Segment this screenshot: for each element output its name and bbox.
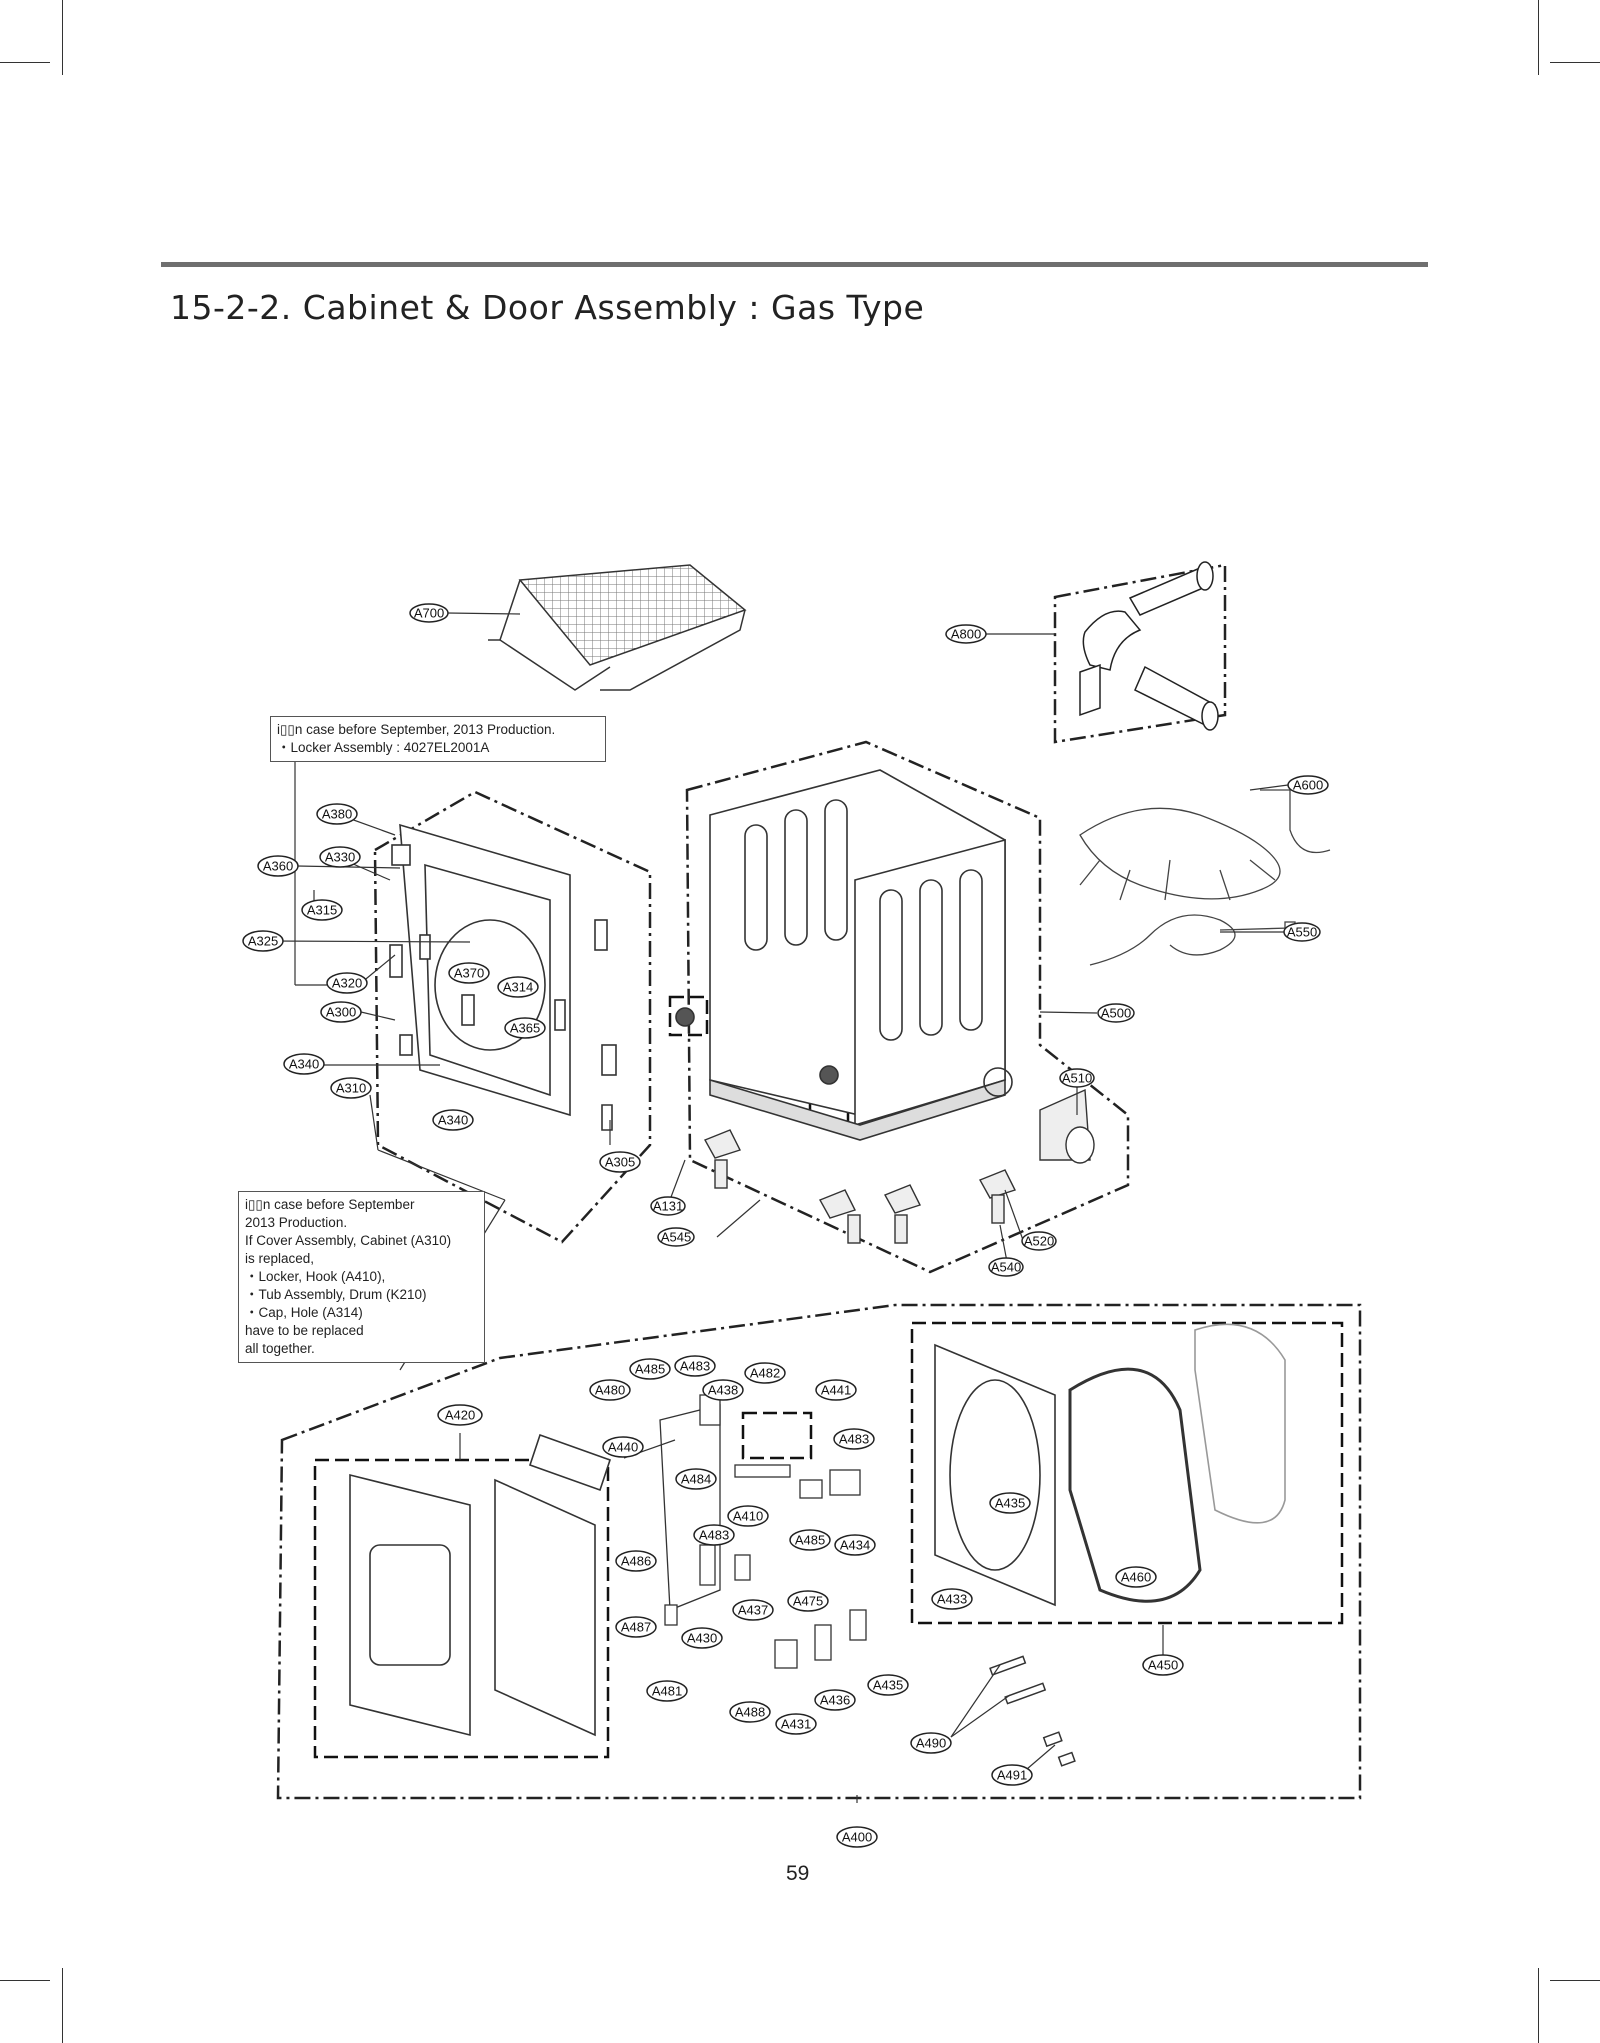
callout-label: A491 bbox=[997, 1768, 1027, 1783]
callout-label: A340 bbox=[289, 1057, 319, 1072]
callout-label: A305 bbox=[605, 1155, 635, 1170]
callout-label: A420 bbox=[445, 1408, 475, 1423]
door-group-outline bbox=[276, 1303, 1362, 1800]
callout-label: A485 bbox=[635, 1362, 665, 1377]
note-line: have to be replaced bbox=[245, 1323, 364, 1338]
callout-label: A441 bbox=[821, 1383, 851, 1398]
latch-sub-outline bbox=[741, 1411, 813, 1460]
callout-label: A435 bbox=[995, 1496, 1025, 1511]
door-back-drawing bbox=[934, 1323, 1286, 1607]
callout-label: A483 bbox=[680, 1359, 710, 1374]
callout-label: A438 bbox=[708, 1383, 738, 1398]
note-line: i▯▯n case before September, 2013 Product… bbox=[277, 722, 556, 737]
front-panel-drawing bbox=[389, 823, 617, 1131]
callout-label: A434 bbox=[840, 1538, 870, 1553]
duct-group-outline bbox=[1053, 563, 1227, 744]
callout-label: A315 bbox=[307, 903, 337, 918]
callout-label: A475 bbox=[793, 1594, 823, 1609]
crop-mark bbox=[1550, 1980, 1600, 1981]
crop-mark bbox=[0, 62, 50, 63]
door-back-sub-outline bbox=[910, 1321, 1344, 1625]
note-line: If Cover Assembly, Cabinet (A310) bbox=[245, 1233, 452, 1248]
callout-label: A320 bbox=[332, 976, 362, 991]
crop-mark bbox=[1538, 1968, 1539, 2043]
callout-label: A325 bbox=[248, 934, 278, 949]
callout-label: A340 bbox=[438, 1113, 468, 1128]
callout-label: A510 bbox=[1062, 1071, 1092, 1086]
callout-label: A400 bbox=[842, 1830, 872, 1845]
crop-mark bbox=[62, 0, 63, 75]
callout-label: A550 bbox=[1287, 925, 1317, 940]
callout-label: A800 bbox=[951, 627, 981, 642]
callout-label: A500 bbox=[1101, 1006, 1131, 1021]
callout-label: A484 bbox=[681, 1472, 711, 1487]
header-rule bbox=[161, 262, 1428, 267]
note-line: ・Locker Assembly : 4027EL2001A bbox=[277, 740, 490, 755]
note-line: all together. bbox=[245, 1341, 315, 1356]
callout-label: A450 bbox=[1148, 1658, 1178, 1673]
note-line: ・Locker, Hook (A410), bbox=[245, 1269, 386, 1284]
screws-drawing bbox=[989, 1655, 1076, 1767]
callout-label: A520 bbox=[1024, 1234, 1054, 1249]
callout-label: A488 bbox=[735, 1705, 765, 1720]
callout-label: A540 bbox=[991, 1260, 1021, 1275]
callout-label: A365 bbox=[510, 1021, 540, 1036]
callout-label: A482 bbox=[750, 1366, 780, 1381]
production-note-left: i▯▯n case before September 2013 Producti… bbox=[238, 1191, 485, 1363]
callout-label: A310 bbox=[336, 1081, 366, 1096]
door-front-sub-outline bbox=[313, 1458, 610, 1759]
callout-label: A380 bbox=[322, 807, 352, 822]
callout-label: A314 bbox=[503, 980, 533, 995]
callout-label: A440 bbox=[608, 1440, 638, 1455]
callout-label: A330 bbox=[325, 850, 355, 865]
page-title: 15-2-2. Cabinet & Door Assembly : Gas Ty… bbox=[170, 288, 925, 327]
crop-mark bbox=[1550, 62, 1600, 63]
callout-label: A486 bbox=[621, 1554, 651, 1569]
callout-label: A545 bbox=[661, 1230, 691, 1245]
duct-parts-drawing bbox=[1079, 561, 1219, 731]
production-note-top: i▯▯n case before September, 2013 Product… bbox=[270, 716, 606, 762]
callout-label: A460 bbox=[1121, 1570, 1151, 1585]
callout-label: A483 bbox=[839, 1432, 869, 1447]
latch-parts-drawing bbox=[659, 1394, 867, 1669]
callout-label: A483 bbox=[699, 1528, 729, 1543]
callout-label: A433 bbox=[937, 1592, 967, 1607]
note-line: 2013 Production. bbox=[245, 1215, 348, 1230]
callout-label: A700 bbox=[414, 606, 444, 621]
callout-label: A490 bbox=[916, 1736, 946, 1751]
callout-bubbles bbox=[242, 603, 1329, 1848]
callout-label: A410 bbox=[733, 1509, 763, 1524]
callout-label: A370 bbox=[454, 966, 484, 981]
note-line: is replaced, bbox=[245, 1251, 315, 1266]
bearing-sub-outline bbox=[808, 1084, 850, 1126]
callout-label: A300 bbox=[326, 1005, 356, 1020]
callout-label: A435 bbox=[873, 1678, 903, 1693]
callout-labels: A700 A800 A600 A550 A500 A510 A380 A330 … bbox=[248, 606, 1323, 1845]
crop-mark bbox=[0, 1980, 50, 1981]
callout-label: A431 bbox=[781, 1717, 811, 1732]
page-number: 59 bbox=[786, 1862, 810, 1885]
callout-label: A485 bbox=[795, 1533, 825, 1548]
note-line: ・Tub Assembly, Drum (K210) bbox=[245, 1287, 427, 1302]
callout-label: A131 bbox=[653, 1199, 683, 1214]
sensor-sub-outline bbox=[668, 995, 709, 1037]
callout-label: A360 bbox=[263, 859, 293, 874]
front-panel-group-outline bbox=[373, 790, 652, 1244]
crop-mark bbox=[62, 1968, 63, 2043]
cabinet-drawing bbox=[675, 769, 1013, 1141]
callout-label: A480 bbox=[595, 1383, 625, 1398]
callout-label: A600 bbox=[1293, 778, 1323, 793]
crop-mark bbox=[1538, 0, 1539, 75]
callout-label: A437 bbox=[738, 1603, 768, 1618]
lint-filter-drawing bbox=[488, 564, 747, 691]
note-line: ・Cap, Hole (A314) bbox=[245, 1305, 363, 1320]
callout-label: A487 bbox=[621, 1620, 651, 1635]
note-line: i▯▯n case before September bbox=[245, 1197, 415, 1212]
callout-label: A481 bbox=[652, 1684, 682, 1699]
callout-label: A436 bbox=[820, 1693, 850, 1708]
door-front-drawing bbox=[349, 1433, 612, 1737]
callout-label: A430 bbox=[687, 1631, 717, 1646]
